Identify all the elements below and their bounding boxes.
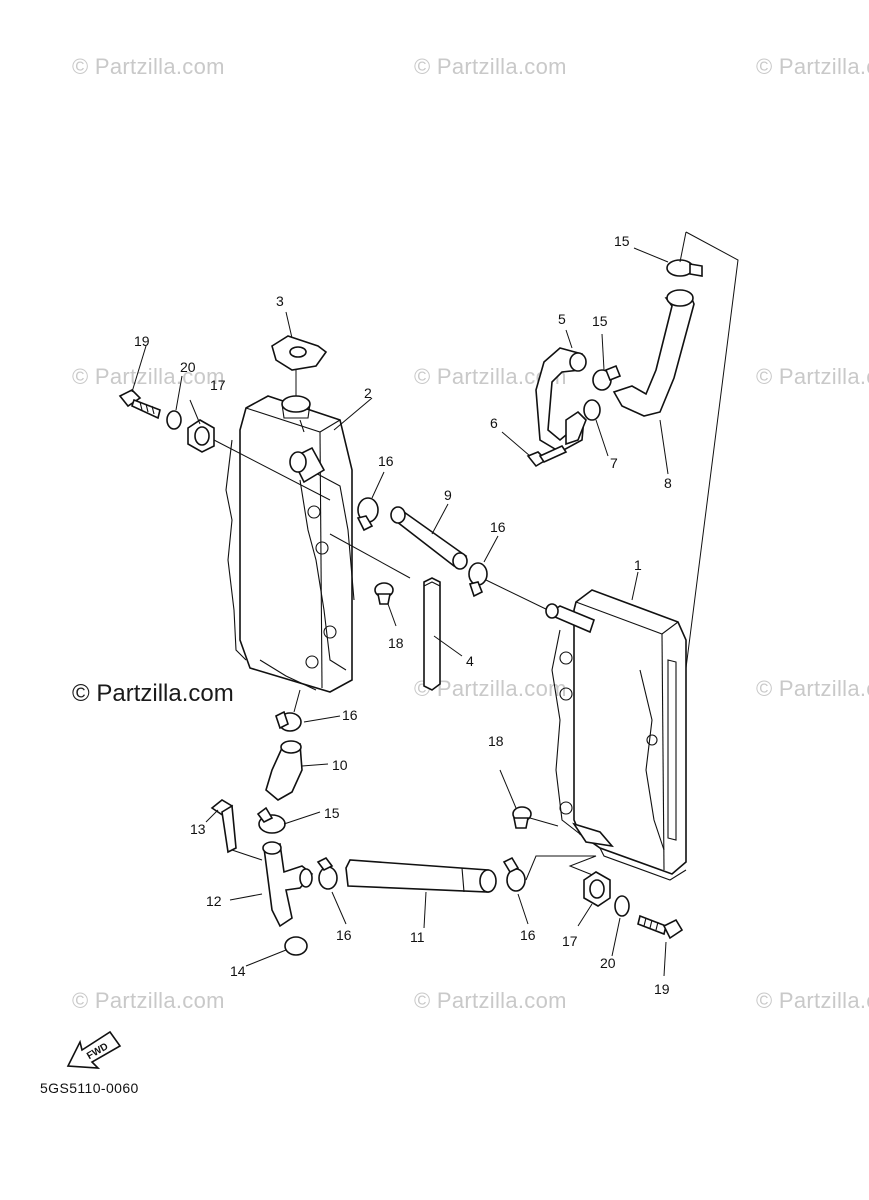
radiator-left xyxy=(225,395,355,693)
grommet xyxy=(583,871,611,907)
watermark: © Partzilla.com xyxy=(414,54,567,79)
bolt xyxy=(118,389,161,420)
callout-1: 1 xyxy=(634,557,642,573)
watermark: © Partzilla.com xyxy=(756,988,869,1013)
callout-20: 20 xyxy=(600,955,616,971)
damper-strip xyxy=(423,577,441,691)
callout-7: 7 xyxy=(610,455,618,471)
callout-8: 8 xyxy=(664,475,672,491)
hose-clamp xyxy=(666,259,703,277)
callout-18: 18 xyxy=(388,635,404,651)
callout-19: 19 xyxy=(134,333,150,349)
watermark: © Partzilla.com xyxy=(756,54,869,79)
washer xyxy=(614,895,630,917)
fwd-arrow-icon: FWD xyxy=(66,1030,122,1069)
collar xyxy=(512,806,532,829)
hose xyxy=(390,506,468,570)
hose-clamp xyxy=(592,364,622,391)
callout-5: 5 xyxy=(558,311,566,327)
bolt xyxy=(637,914,684,940)
callout-16: 16 xyxy=(378,453,394,469)
watermark: © Partzilla.com xyxy=(72,364,225,389)
hose-clamp xyxy=(468,562,488,598)
hose xyxy=(265,740,303,801)
radiator-cap xyxy=(271,335,328,396)
hose-clamp xyxy=(502,856,526,892)
callout-16: 16 xyxy=(490,519,506,535)
bolt xyxy=(526,444,568,468)
callout-14: 14 xyxy=(230,963,246,979)
callout-17: 17 xyxy=(210,377,226,393)
callout-3: 3 xyxy=(276,293,284,309)
hose-clamp xyxy=(275,710,302,732)
callout-13: 13 xyxy=(190,821,206,837)
callout-2: 2 xyxy=(364,385,372,401)
callout-6: 6 xyxy=(490,415,498,431)
watermark: © Partzilla.com xyxy=(72,54,225,79)
watermark: © Partzilla.com xyxy=(72,988,225,1013)
o-ring xyxy=(583,399,601,421)
collar xyxy=(374,582,394,605)
watermark: © Partzilla.com xyxy=(756,676,869,701)
diagram-code: 5GS5110-0060 xyxy=(40,1080,139,1096)
callout-11: 11 xyxy=(410,929,425,945)
hose-clamp xyxy=(356,497,379,532)
hose xyxy=(535,347,587,453)
callout-18: 18 xyxy=(488,733,504,749)
watermark: © Partzilla.com xyxy=(414,988,567,1013)
joint-pipe xyxy=(262,841,314,928)
callout-16: 16 xyxy=(520,927,536,943)
callout-10: 10 xyxy=(332,757,348,773)
watermark: © Partzilla.com xyxy=(756,364,869,389)
hose-clamp xyxy=(256,806,286,834)
o-ring xyxy=(284,936,308,956)
callout-16: 16 xyxy=(342,707,358,723)
radiator-right xyxy=(545,589,687,881)
hose-clamp xyxy=(316,856,338,890)
watermark-main: © Partzilla.com xyxy=(72,680,234,707)
callout-15: 15 xyxy=(592,313,608,329)
callout-16: 16 xyxy=(336,927,352,943)
grommet xyxy=(187,419,215,453)
callout-17: 17 xyxy=(562,933,578,949)
callout-20: 20 xyxy=(180,359,196,375)
callout-9: 9 xyxy=(444,487,452,503)
callout-12: 12 xyxy=(206,893,222,909)
hose xyxy=(612,289,695,417)
hose xyxy=(345,859,497,893)
callout-19: 19 xyxy=(654,981,670,997)
callout-4: 4 xyxy=(466,653,474,669)
washer xyxy=(166,410,182,430)
callout-15: 15 xyxy=(324,805,340,821)
bolt xyxy=(210,799,237,854)
callout-15: 15 xyxy=(614,233,630,249)
